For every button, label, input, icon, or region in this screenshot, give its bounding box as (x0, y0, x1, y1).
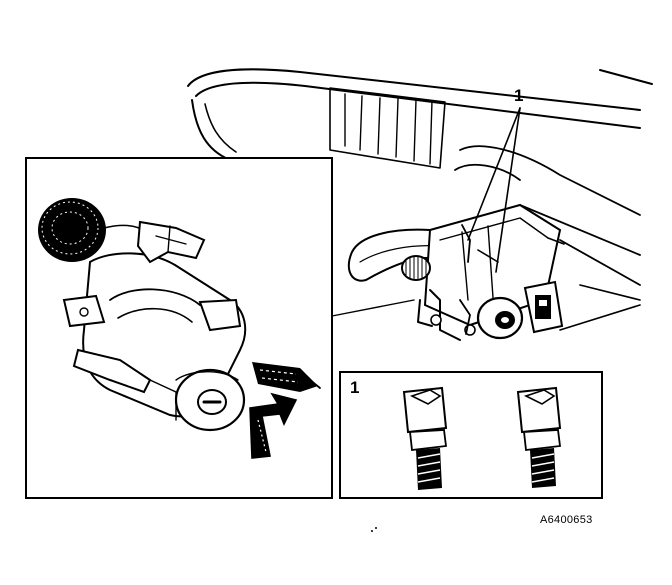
dashboard-vent-slots (329, 87, 446, 169)
callout-number-inset: 1 (350, 378, 360, 397)
inset-pointer-line (331, 299, 415, 317)
lock-cap-part (38, 198, 147, 262)
detail-inset-bolts (339, 371, 603, 499)
vehicle-interior-drawing (187, 68, 653, 341)
callout-leaders (467, 107, 521, 273)
ignition-switch-housing (62, 220, 247, 432)
figure-id-label: A6400653 (540, 514, 593, 526)
detail-inset-left (25, 157, 333, 499)
key-part (252, 362, 321, 392)
shear-bolt-1 (402, 386, 448, 490)
callout-number-main: 1 (514, 86, 524, 105)
insert-direction-arrow-icon (249, 392, 298, 459)
shear-bolt-2 (516, 386, 562, 488)
